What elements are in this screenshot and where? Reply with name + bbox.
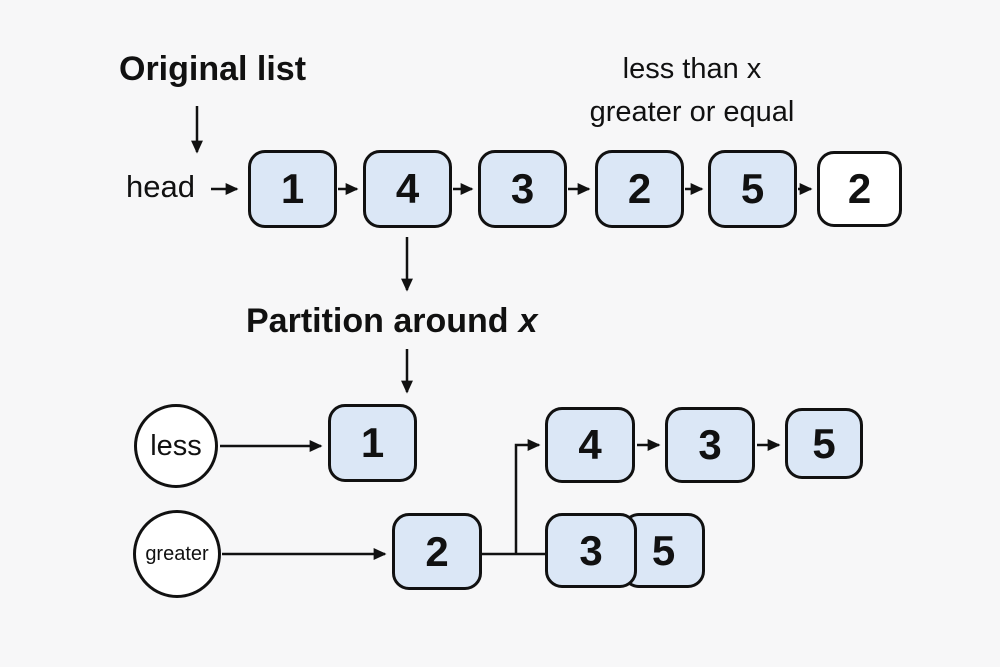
node-value: 2 — [847, 165, 872, 212]
node-value: 5 — [812, 419, 836, 467]
node-greater-2: 2 — [392, 513, 482, 590]
less-pointer: less — [134, 404, 218, 488]
greater-pointer-label: greater — [145, 542, 209, 565]
diagram-title: Original list — [119, 50, 307, 88]
node-value: 5 — [740, 165, 765, 212]
legend: less than x greater or equal — [520, 48, 864, 134]
less-pointer-label: less — [150, 429, 202, 462]
node-value: 5 — [651, 526, 676, 574]
node-value: 1 — [360, 419, 385, 466]
node-greater-3: 3 — [665, 407, 755, 483]
partition-variable-x: x — [518, 302, 538, 340]
node-value: 4 — [395, 165, 420, 212]
node-value: 2 — [425, 527, 449, 575]
node-value: 3 — [579, 526, 603, 574]
partition-step-text: Partition around — [246, 302, 509, 340]
node-original-2-tail-empty: 2 — [817, 151, 902, 227]
node-original-3: 3 — [478, 150, 567, 228]
legend-line-greater: greater or equal — [589, 96, 795, 128]
node-original-2: 2 — [595, 150, 684, 228]
head-pointer-label: head — [126, 169, 195, 204]
node-original-5: 5 — [708, 150, 797, 228]
node-greater-5: 5 — [785, 408, 863, 479]
node-value: 1 — [280, 165, 305, 212]
node-original-1: 1 — [248, 150, 337, 228]
node-value: 3 — [510, 165, 535, 212]
node-tail-3: 3 — [545, 513, 637, 588]
node-original-4: 4 — [363, 150, 452, 228]
greater-pointer: greater — [133, 510, 221, 598]
node-less-1: 1 — [328, 404, 417, 482]
legend-line-less: less than x — [622, 53, 762, 85]
node-value: 3 — [698, 421, 722, 468]
node-value: 2 — [627, 165, 652, 212]
node-value: 4 — [578, 421, 602, 468]
node-greater-4: 4 — [545, 407, 635, 483]
